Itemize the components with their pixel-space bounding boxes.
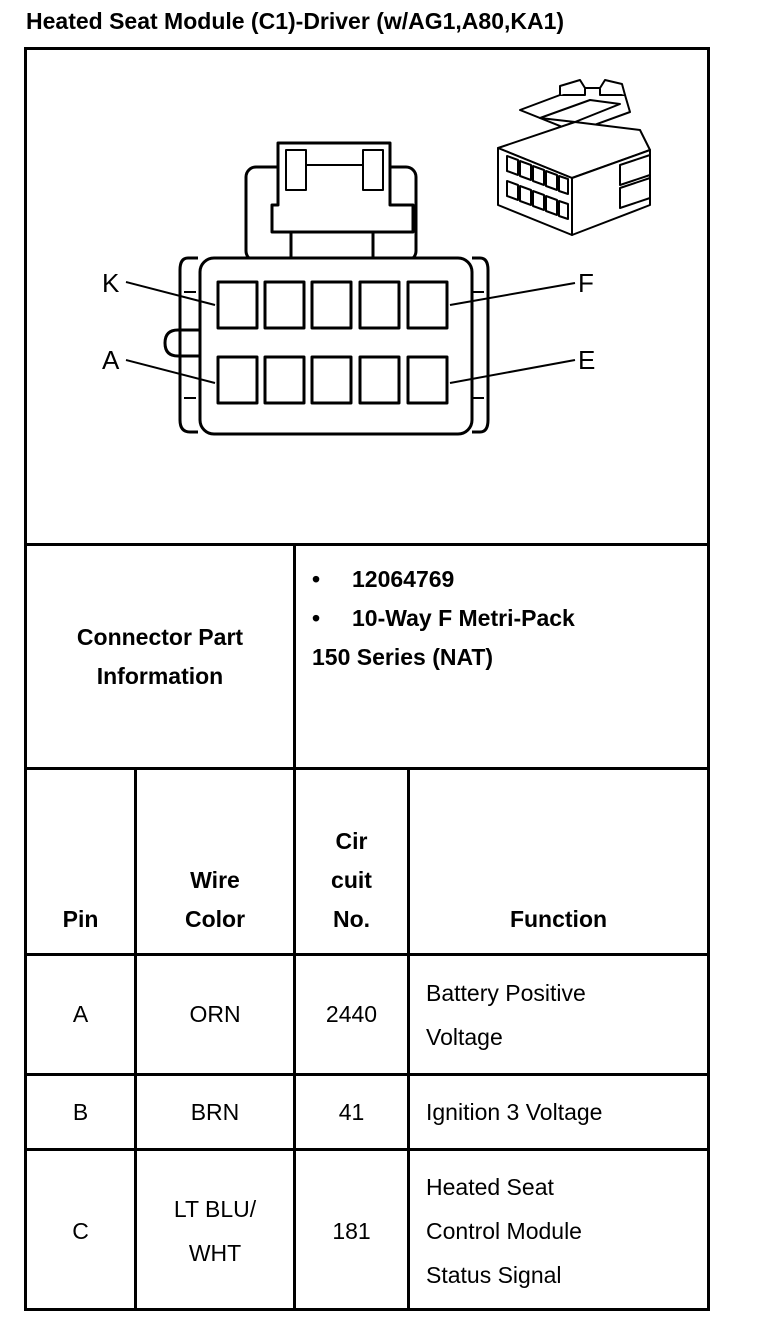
- table-row-function: Heated Seat Control Module Status Signal: [410, 1151, 707, 1311]
- circuit-value: 2440: [325, 1001, 378, 1027]
- function-value: Heated Seat: [426, 1174, 554, 1200]
- cavity: [358, 355, 401, 405]
- table-row-circuit: 181: [296, 1151, 407, 1311]
- label-line: Information: [96, 662, 224, 689]
- connector-diagram: K A F E: [102, 79, 651, 436]
- table-row-function: Battery Positive Voltage: [410, 956, 707, 1073]
- label-line: Connector Part: [76, 623, 244, 650]
- bullet: •: [312, 566, 321, 592]
- cavity: [263, 355, 306, 405]
- leader-line: [125, 359, 216, 384]
- function-value: Voltage: [426, 1023, 503, 1050]
- wire-color-value: BRN: [190, 1098, 240, 1125]
- callout-k: K: [102, 268, 120, 298]
- cavity: [310, 280, 353, 330]
- cavity: [358, 280, 401, 330]
- divider: [24, 767, 710, 770]
- connector-part-info-label: Connector Part Information: [27, 546, 293, 767]
- table-row-pin: C: [27, 1151, 134, 1311]
- callout-a: A: [102, 345, 120, 375]
- header-circuit-no: Cir cuit No.: [296, 770, 407, 953]
- function-value: Ignition 3 Voltage: [426, 1099, 603, 1125]
- table-row-pin: B: [27, 1076, 134, 1148]
- header-text: Wire: [190, 867, 240, 893]
- circuit-value: 181: [332, 1217, 371, 1244]
- cavity-e: [406, 355, 449, 405]
- wire-color-value: ORN: [189, 1001, 241, 1027]
- connector-description: 10-Way F Metri-Pack: [352, 605, 575, 631]
- cavity: [263, 280, 306, 330]
- cavity: [310, 355, 353, 405]
- divider: [24, 1073, 710, 1076]
- connector-part-info-values: • 12064769 • 10-Way F Metri-Pack 150 Serie…: [312, 560, 575, 677]
- connector-3d-illustration: [497, 79, 651, 236]
- table-row-wire: ORN: [137, 956, 293, 1073]
- table-row-function: Ignition 3 Voltage: [410, 1076, 707, 1148]
- header-function: Function: [410, 770, 707, 953]
- cavity-k: [216, 280, 259, 330]
- header-text: Function: [509, 906, 608, 932]
- pin-value: B: [72, 1098, 89, 1125]
- function-value: Control Module: [426, 1218, 582, 1244]
- header-text: Color: [184, 906, 246, 932]
- cavity-a: [216, 355, 259, 405]
- page-title: Heated Seat Module (C1)-Driver (w/AG1,A8…: [26, 8, 565, 34]
- header-text: Cir: [335, 828, 368, 854]
- table-row-circuit: 41: [296, 1076, 407, 1148]
- header-wire-color: Wire Color: [137, 770, 293, 953]
- divider: [24, 1148, 710, 1151]
- part-number: 12064769: [352, 566, 455, 592]
- wire-color-value: WHT: [188, 1240, 242, 1266]
- header-text: No.: [332, 906, 371, 932]
- function-value: Battery Positive: [426, 979, 586, 1006]
- header-text: Pin: [62, 906, 99, 932]
- pin-value: A: [72, 1001, 89, 1027]
- divider: [134, 767, 137, 1311]
- bullet: •: [312, 605, 321, 631]
- header-pin: Pin: [27, 770, 134, 953]
- wire-color-value: LT BLU/: [173, 1196, 257, 1222]
- leader-line: [449, 359, 576, 384]
- leader-line: [125, 281, 216, 306]
- divider: [24, 543, 710, 546]
- divider: [24, 953, 710, 956]
- leader-line: [449, 282, 576, 306]
- header-text: cuit: [331, 867, 372, 893]
- connector-series: 150 Series (NAT): [312, 644, 494, 670]
- divider: [293, 543, 296, 1311]
- table-row-circuit: 2440: [296, 956, 407, 1073]
- function-value: Status Signal: [426, 1262, 562, 1288]
- circuit-value: 41: [338, 1098, 365, 1125]
- pin-value: C: [72, 1217, 89, 1244]
- table-row-wire: BRN: [137, 1076, 293, 1148]
- callout-f: F: [578, 268, 594, 298]
- callout-e: E: [578, 345, 595, 375]
- connector-table-frame: [24, 47, 710, 1311]
- divider: [407, 767, 410, 1311]
- cavity-f: [406, 280, 449, 330]
- table-row-wire: LT BLU/ WHT: [137, 1151, 293, 1311]
- table-row-pin: A: [27, 956, 134, 1073]
